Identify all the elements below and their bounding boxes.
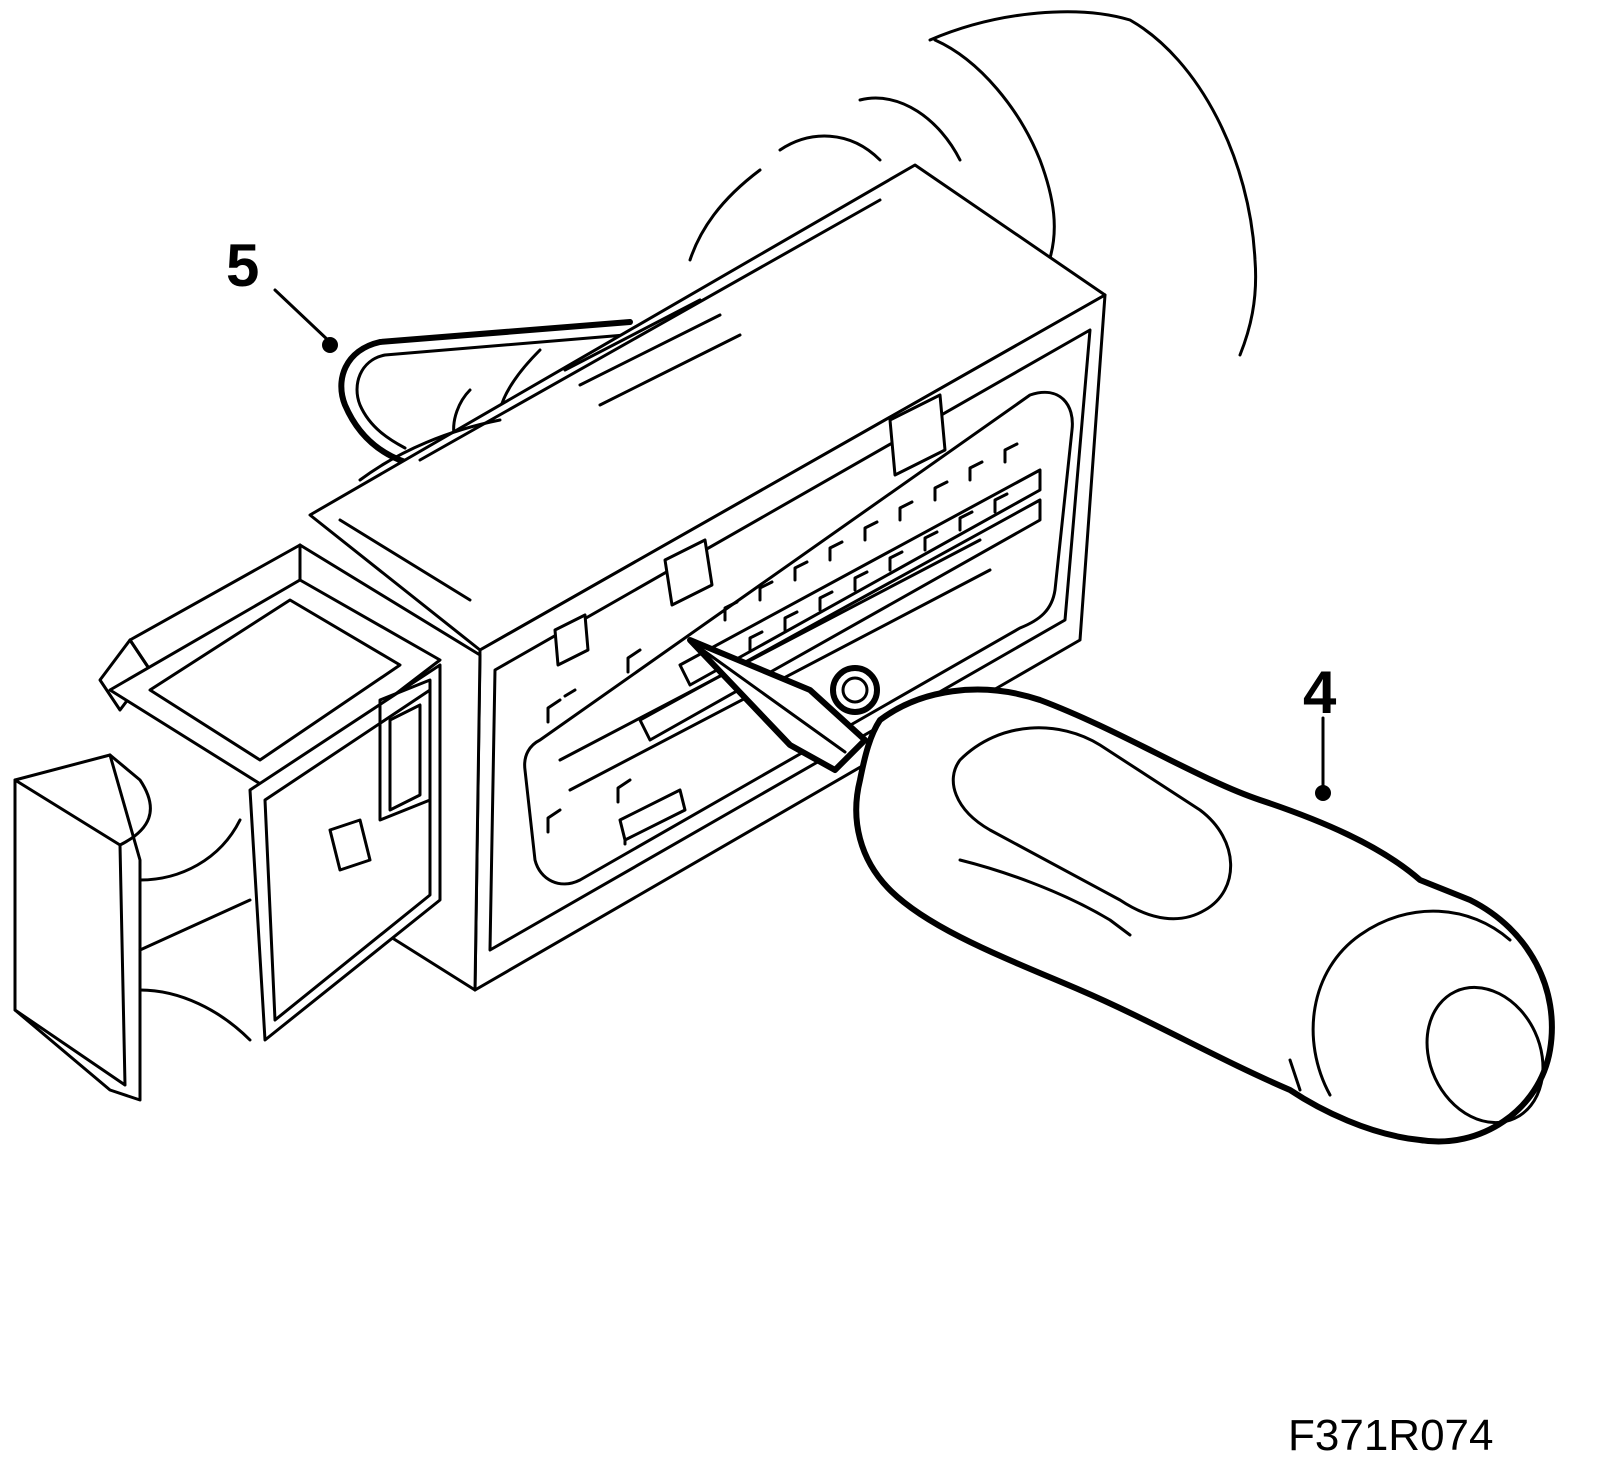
figure-code: F371R074 <box>1288 1411 1493 1460</box>
connector-lever-cage <box>13 543 482 1102</box>
callout-5-dot <box>322 337 338 353</box>
callout-4-label: 4 <box>1303 659 1337 726</box>
screwdriver <box>687 637 1555 1145</box>
callout-4-dot <box>1315 785 1331 801</box>
harness-housing <box>688 10 1258 357</box>
callout-5-leader <box>273 288 332 344</box>
callout-5-label: 5 <box>226 232 259 299</box>
